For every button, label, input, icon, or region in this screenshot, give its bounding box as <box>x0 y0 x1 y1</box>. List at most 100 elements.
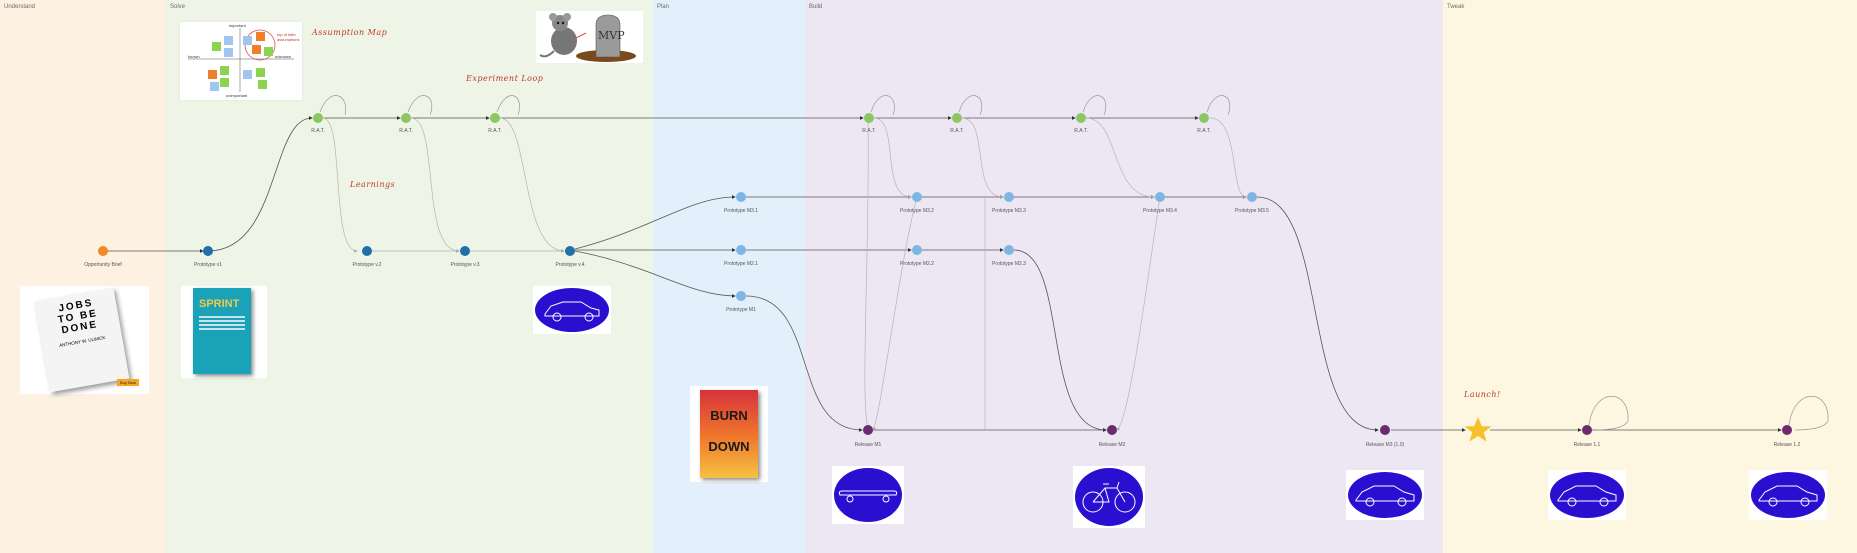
label-release-12: Release 1.2 <box>1773 442 1801 448</box>
node-prototype-m21[interactable] <box>736 245 746 255</box>
label-prototype-m31: Prototype M3.1 <box>724 208 758 214</box>
node-rat[interactable] <box>313 113 323 123</box>
car-icon <box>1751 472 1825 518</box>
assumption-map-graphic <box>188 28 294 92</box>
node-prototype-v1[interactable] <box>203 246 213 256</box>
label-prototype-m32: Prototype M3.2 <box>900 208 934 214</box>
label-release-m2: Release M2 <box>1098 442 1126 448</box>
car-icon <box>1348 472 1422 518</box>
car-icon <box>1550 472 1624 518</box>
jtbd-book-card: JOBS TO BE DONE ANTHONY W. ULWICK Buy No… <box>20 286 149 394</box>
label-rat: R.A.T. <box>862 128 876 134</box>
map-label-unimportant: unimportant <box>226 93 248 98</box>
label-rat: R.A.T. <box>1074 128 1088 134</box>
label-prototype-m34: Prototype M3.4 <box>1143 208 1177 214</box>
node-release-m2[interactable] <box>1107 425 1117 435</box>
mvp-cartoon-card: MVP <box>536 11 643 63</box>
label-release-11: Release 1.1 <box>1573 442 1601 448</box>
node-rat[interactable] <box>952 113 962 123</box>
label-prototype-m21: Prototype M2.1 <box>724 261 758 267</box>
annotation-experiment-loop: Experiment Loop <box>466 74 544 83</box>
assumption-map-card: important unimportant known unknown top … <box>180 22 302 100</box>
lane-label: Tweak <box>1447 4 1465 10</box>
annotation-assumption-map: Assumption Map <box>312 28 388 37</box>
node-opportunity-brief[interactable] <box>98 246 108 256</box>
node-prototype-v3[interactable] <box>460 246 470 256</box>
node-prototype-v2[interactable] <box>362 246 372 256</box>
burndown-book-cover: BURN DOWN <box>700 390 758 478</box>
jtbd-book-cover: JOBS TO BE DONE ANTHONY W. ULWICK <box>34 287 130 393</box>
node-release-11[interactable] <box>1582 425 1592 435</box>
burndown-title-1: BURN <box>710 408 748 423</box>
annotation-launch: Launch! <box>1464 390 1501 399</box>
car-card <box>533 286 611 334</box>
node-prototype-m34[interactable] <box>1155 192 1165 202</box>
label-rat: R.A.T. <box>399 128 413 134</box>
car-card <box>1749 470 1827 520</box>
label-prototype-m22: Prototype M2.2 <box>900 261 934 267</box>
node-release-12[interactable] <box>1782 425 1792 435</box>
sprint-lines <box>199 316 245 332</box>
rat-tombstone-graphic <box>539 13 636 62</box>
node-rat[interactable] <box>1076 113 1086 123</box>
bicycle-icon <box>1075 468 1143 526</box>
lane-label: Plan <box>657 4 670 10</box>
node-prototype-m31[interactable] <box>736 192 746 202</box>
sprint-title: SPRINT <box>199 298 240 310</box>
lane-label: Solve <box>170 4 186 10</box>
burndown-book-card: BURN DOWN <box>690 386 768 482</box>
node-prototype-m33[interactable] <box>1004 192 1014 202</box>
label-rat: R.A.T. <box>488 128 502 134</box>
map-label-important: important <box>229 23 246 28</box>
label-prototype-v1: Prototype v1 <box>193 262 223 268</box>
node-rat[interactable] <box>490 113 500 123</box>
node-prototype-m35[interactable] <box>1247 192 1257 202</box>
lane-label: Understand <box>4 4 36 10</box>
label-rat: R.A.T. <box>311 128 325 134</box>
label-prototype-m1: Prototype M1 <box>726 307 756 313</box>
label-prototype-v2: Prototype v.2 <box>352 262 382 268</box>
sprint-book-cover: SPRINT <box>193 288 251 374</box>
skateboard-icon <box>834 468 902 522</box>
burndown-title-2: DOWN <box>708 439 750 454</box>
label-opportunity-brief: Opportunity Brief <box>84 262 122 268</box>
map-note: top of faith assumptions <box>277 32 300 42</box>
label-rat: R.A.T. <box>950 128 964 134</box>
label-prototype-v4: Prototype v.4 <box>555 262 585 268</box>
map-label-unknown: unknown <box>275 54 292 59</box>
lane-build: Build <box>805 0 1443 553</box>
lane-label: Build <box>809 4 823 10</box>
car-card <box>1548 470 1626 520</box>
node-rat[interactable] <box>1199 113 1209 123</box>
node-release-m1[interactable] <box>863 425 873 435</box>
label-prototype-m35: Prototype M3.5 <box>1235 208 1269 214</box>
sprint-book-card: SPRINT <box>181 286 267 378</box>
node-release-m3[interactable] <box>1380 425 1390 435</box>
label-rat: R.A.T. <box>1197 128 1211 134</box>
label-prototype-m23: Prototype M2.3 <box>992 261 1026 267</box>
node-rat[interactable] <box>864 113 874 123</box>
node-prototype-m22[interactable] <box>912 245 922 255</box>
skateboard-card <box>832 466 904 524</box>
node-prototype-m1[interactable] <box>736 291 746 301</box>
label-release-m3: Release M3 (1.0) <box>1365 442 1405 448</box>
node-prototype-m32[interactable] <box>912 192 922 202</box>
label-prototype-m33: Prototype M3.3 <box>992 208 1026 214</box>
lane-understand: Understand <box>0 0 166 553</box>
car-card <box>1346 470 1424 520</box>
bicycle-card <box>1073 466 1145 528</box>
label-release-m1: Release M1 <box>854 442 882 448</box>
annotation-learnings: Learnings <box>350 180 396 189</box>
node-prototype-m23[interactable] <box>1004 245 1014 255</box>
mvp-tombstone-text: MVP <box>598 29 625 42</box>
map-label-known: known <box>188 54 200 59</box>
node-rat[interactable] <box>401 113 411 123</box>
star-icon[interactable] <box>1464 417 1492 442</box>
lane-tweak: Tweak <box>1443 0 1857 553</box>
node-prototype-v4[interactable] <box>565 246 575 256</box>
car-icon <box>535 288 609 332</box>
buy-now-badge[interactable]: Buy Now <box>116 379 139 386</box>
label-prototype-v3: Prototype v.3 <box>450 262 480 268</box>
